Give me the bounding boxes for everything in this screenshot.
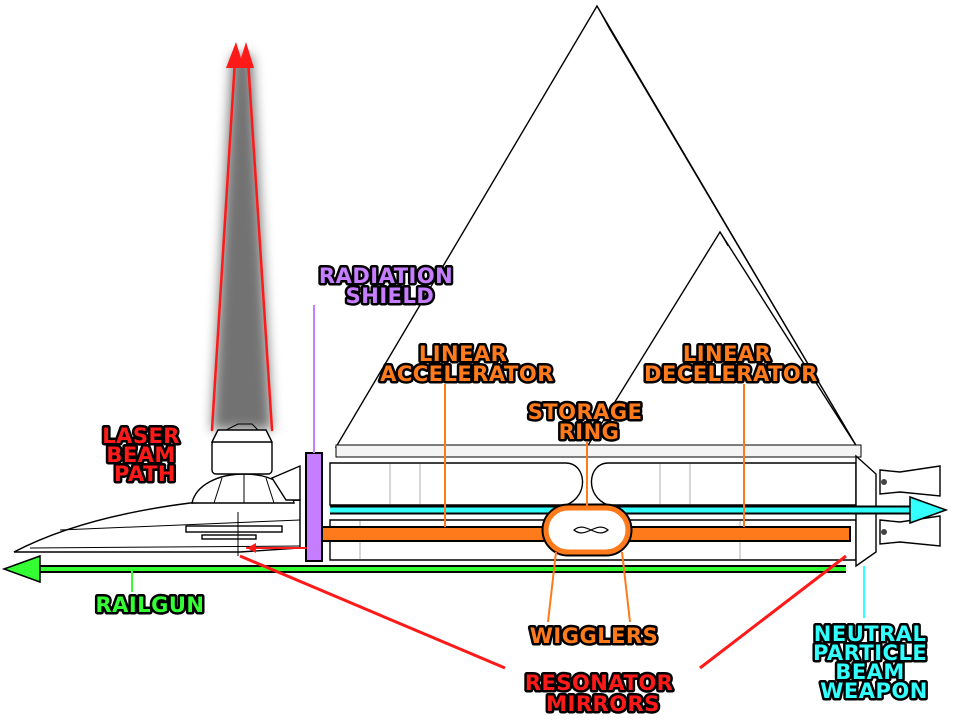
laser-beam-path-label: LASER BEAM PATH bbox=[102, 424, 188, 486]
resonator-mirrors-label: RESONATOR MIRRORS bbox=[525, 671, 681, 716]
upper-left-tank bbox=[329, 462, 584, 506]
laser-arrow-up-icon bbox=[238, 42, 254, 68]
upper-right-tank bbox=[590, 462, 857, 506]
storage-ring-label: STORAGE RING bbox=[528, 400, 651, 444]
railgun-label: RAILGUN bbox=[96, 593, 205, 617]
wigglers-label: WIGGLERS bbox=[530, 624, 658, 648]
laser-arrow-up-icon bbox=[226, 42, 244, 68]
linear-decelerator-label: LINEAR DECELERATOR bbox=[644, 342, 818, 386]
radiation-shield-label: RADIATION SHIELD bbox=[319, 264, 461, 308]
particle-beam-arrow-icon bbox=[909, 495, 949, 525]
laser-beam-path bbox=[210, 42, 307, 553]
labels: RADIATION SHIELD LINEAR ACCELERATOR LINE… bbox=[93, 262, 935, 719]
linear-accelerator-label: LINEAR ACCELERATOR bbox=[380, 342, 554, 386]
radiator-fins bbox=[334, 4, 862, 458]
particle-beam bbox=[330, 495, 949, 525]
railgun-line bbox=[1, 554, 846, 584]
laser-beam-glow bbox=[212, 55, 272, 430]
engine-cluster bbox=[855, 454, 941, 568]
radiation-shield-plate bbox=[305, 452, 323, 562]
neutral-particle-beam-weapon-label: NEUTRAL PARTICLE BEAM WEAPON bbox=[813, 622, 935, 703]
callout-lines bbox=[131, 305, 865, 670]
railgun-arrow-icon bbox=[1, 554, 41, 584]
